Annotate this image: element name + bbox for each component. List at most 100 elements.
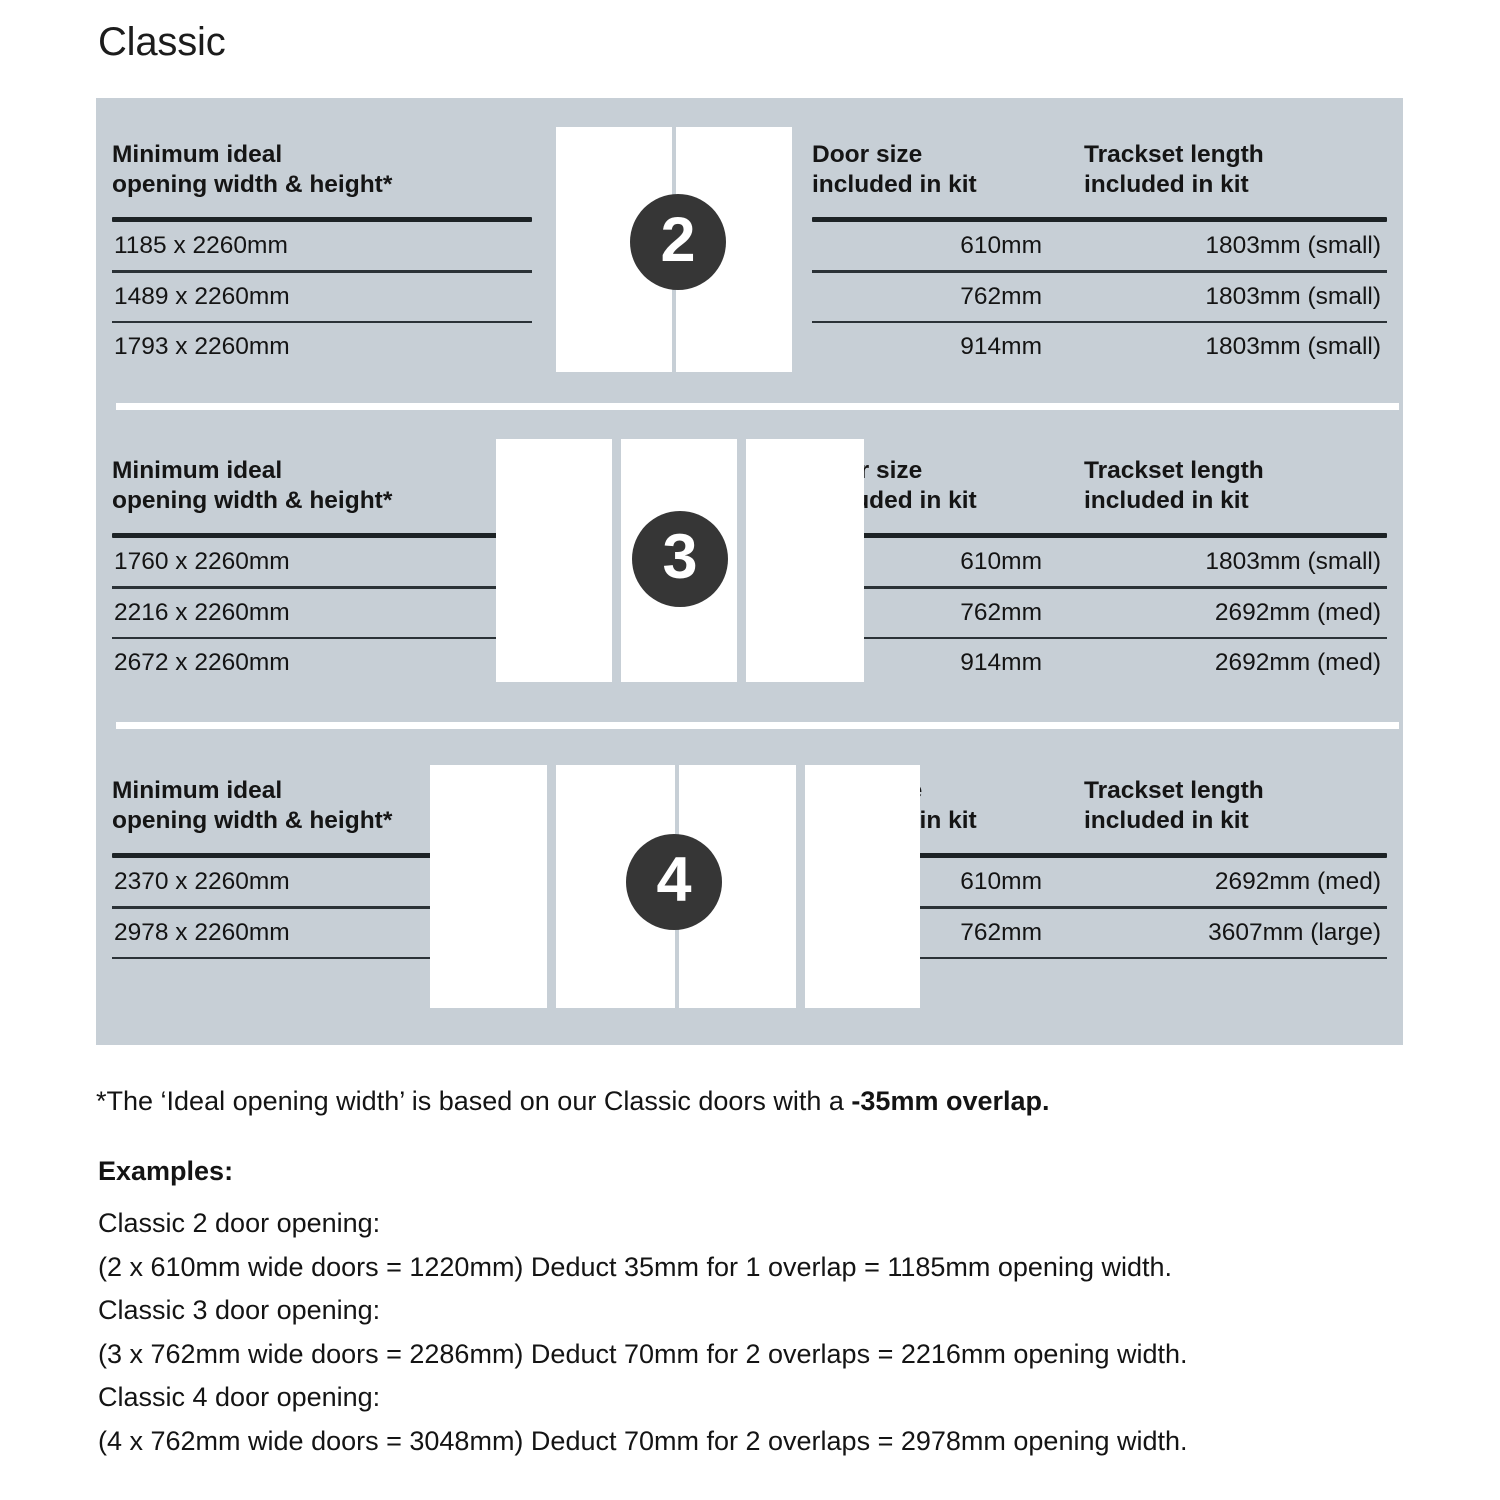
door-leaf xyxy=(430,765,548,1008)
list-item: Classic 2 door opening: xyxy=(98,1208,381,1238)
door-count-badge: 4 xyxy=(626,834,722,930)
table-row: 914mm 1803mm (small) xyxy=(812,323,1387,371)
panel-divider xyxy=(116,403,1399,410)
row-rule xyxy=(112,906,532,909)
trackset-value: 1803mm (small) xyxy=(1205,232,1381,260)
row-rule xyxy=(812,320,1387,324)
door-size-value: 914mm xyxy=(960,333,1042,361)
trackset-header: Trackset length included in kit xyxy=(1084,777,1264,835)
trackset-value: 2692mm (med) xyxy=(1214,649,1381,677)
door-size-value: 762mm xyxy=(960,918,1042,946)
row-rule xyxy=(812,906,1387,909)
door-size-value: 610mm xyxy=(960,232,1042,260)
right-headers: Door size included in kit Trackset lengt… xyxy=(812,456,1387,516)
table-row: 610mm 2692mm (med) xyxy=(812,858,1387,906)
header-rule xyxy=(812,853,1387,859)
opening-value: 2672 x 2260mm xyxy=(114,649,290,677)
table-row: 610mm 1803mm (small) xyxy=(812,222,1387,270)
opening-value: 2216 x 2260mm xyxy=(114,598,290,626)
row-rule xyxy=(812,636,1387,640)
table-row: 2672 x 2260mm xyxy=(112,639,532,687)
table-row: 762mm 3607mm (large) xyxy=(812,909,1387,957)
door-gap xyxy=(737,439,746,682)
trackset-value: 2692mm (med) xyxy=(1214,598,1381,626)
footnote-emphasis: -35mm overlap. xyxy=(851,1086,1050,1116)
opening-header: Minimum ideal opening width & height* xyxy=(112,141,393,199)
panel-3-left-column: Minimum ideal opening width & height* 17… xyxy=(112,456,532,687)
opening-value: 1760 x 2260mm xyxy=(114,548,290,576)
opening-value: 1489 x 2260mm xyxy=(114,282,290,310)
door-size-value: 762mm xyxy=(960,598,1042,626)
header-rule xyxy=(112,533,532,539)
trackset-value: 3607mm (large) xyxy=(1208,918,1381,946)
list-item: Classic 3 door opening: xyxy=(98,1295,381,1325)
table-row: 610mm 1803mm (small) xyxy=(812,538,1387,586)
row-rule xyxy=(112,320,532,324)
header-rule xyxy=(812,217,1387,223)
header-rule xyxy=(112,853,532,859)
table-row: 2370 x 2260mm xyxy=(112,858,532,906)
right-headers: Door size included in kit Trackset lengt… xyxy=(812,140,1387,200)
door-diagram-3 xyxy=(496,439,864,682)
panel-4-left-column: Minimum ideal opening width & height* 23… xyxy=(112,776,532,960)
row-rule xyxy=(112,586,532,589)
panel-3-right-column: Door size included in kit Trackset lengt… xyxy=(812,456,1387,687)
door-size-value: 914mm xyxy=(960,649,1042,677)
row-rule xyxy=(112,956,532,960)
trackset-header: Trackset length included in kit xyxy=(1084,141,1264,199)
table-row: 2216 x 2260mm xyxy=(112,589,532,637)
door-leaf xyxy=(804,765,920,1008)
row-rule xyxy=(812,586,1387,589)
header-rule xyxy=(112,217,532,223)
door-leaf xyxy=(496,439,612,682)
trackset-header: Trackset length included in kit xyxy=(1084,457,1264,515)
page-title: Classic xyxy=(98,20,226,64)
trackset-value: 1803mm (small) xyxy=(1205,282,1381,310)
door-size-value: 610mm xyxy=(960,548,1042,576)
opening-value: 2978 x 2260mm xyxy=(114,918,290,946)
panel-2-right-column: Door size included in kit Trackset lengt… xyxy=(812,140,1387,371)
door-size-value: 610mm xyxy=(960,868,1042,896)
door-gap xyxy=(612,439,621,682)
opening-value: 1185 x 2260mm xyxy=(114,232,288,260)
row-rule xyxy=(112,636,532,640)
opening-header: Minimum ideal opening width & height* xyxy=(112,457,393,515)
table-row: 1489 x 2260mm xyxy=(112,273,532,321)
trackset-value: 2692mm (med) xyxy=(1214,868,1381,896)
examples-heading: Examples: xyxy=(98,1156,234,1186)
row-rule xyxy=(112,270,532,273)
opening-value: 2370 x 2260mm xyxy=(114,868,290,896)
panel-2-door: Minimum ideal opening width & height* 11… xyxy=(96,98,1403,406)
header-rule xyxy=(812,533,1387,539)
list-item: (2 x 610mm wide doors = 1220mm) Deduct 3… xyxy=(98,1251,1173,1282)
door-size-value: 762mm xyxy=(960,282,1042,310)
table-row: 1185 x 2260mm xyxy=(112,222,532,270)
footnote-lead: *The ‘Ideal opening width’ is based on o… xyxy=(96,1086,852,1116)
row-rule xyxy=(812,270,1387,273)
opening-value: 1793 x 2260mm xyxy=(114,333,290,361)
panel-4-door: Minimum ideal opening width & height* 23… xyxy=(96,735,1403,1045)
table-row: 1793 x 2260mm xyxy=(112,323,532,371)
row-rule xyxy=(812,956,1387,960)
sizing-card: Minimum ideal opening width & height* 11… xyxy=(96,98,1403,1045)
table-row: 1760 x 2260mm xyxy=(112,538,532,586)
table-row: 762mm 1803mm (small) xyxy=(812,273,1387,321)
door-gap xyxy=(796,765,805,1008)
door-gap xyxy=(547,765,556,1008)
door-leaf xyxy=(746,439,864,682)
table-row: 914mm 2692mm (med) xyxy=(812,639,1387,687)
examples-list: Classic 2 door opening: (2 x 610mm wide … xyxy=(98,1202,1428,1463)
opening-header: Minimum ideal opening width & height* xyxy=(112,777,393,835)
table-row: 2978 x 2260mm xyxy=(112,909,532,957)
panel-4-right-column: Door size included in kit Trackset lengt… xyxy=(812,776,1387,960)
trackset-value: 1803mm (small) xyxy=(1205,333,1381,361)
panel-2-left-column: Minimum ideal opening width & height* 11… xyxy=(112,140,532,371)
door-count-badge: 3 xyxy=(632,511,728,607)
list-item: (3 x 762mm wide doors = 2286mm) Deduct 7… xyxy=(98,1338,1188,1369)
trackset-value: 1803mm (small) xyxy=(1205,548,1381,576)
list-item: Classic 4 door opening: xyxy=(98,1382,381,1412)
overlap-footnote: *The ‘Ideal opening width’ is based on o… xyxy=(96,1086,1050,1117)
door-size-header: Door size included in kit xyxy=(812,141,977,199)
door-count-badge: 2 xyxy=(630,194,726,290)
